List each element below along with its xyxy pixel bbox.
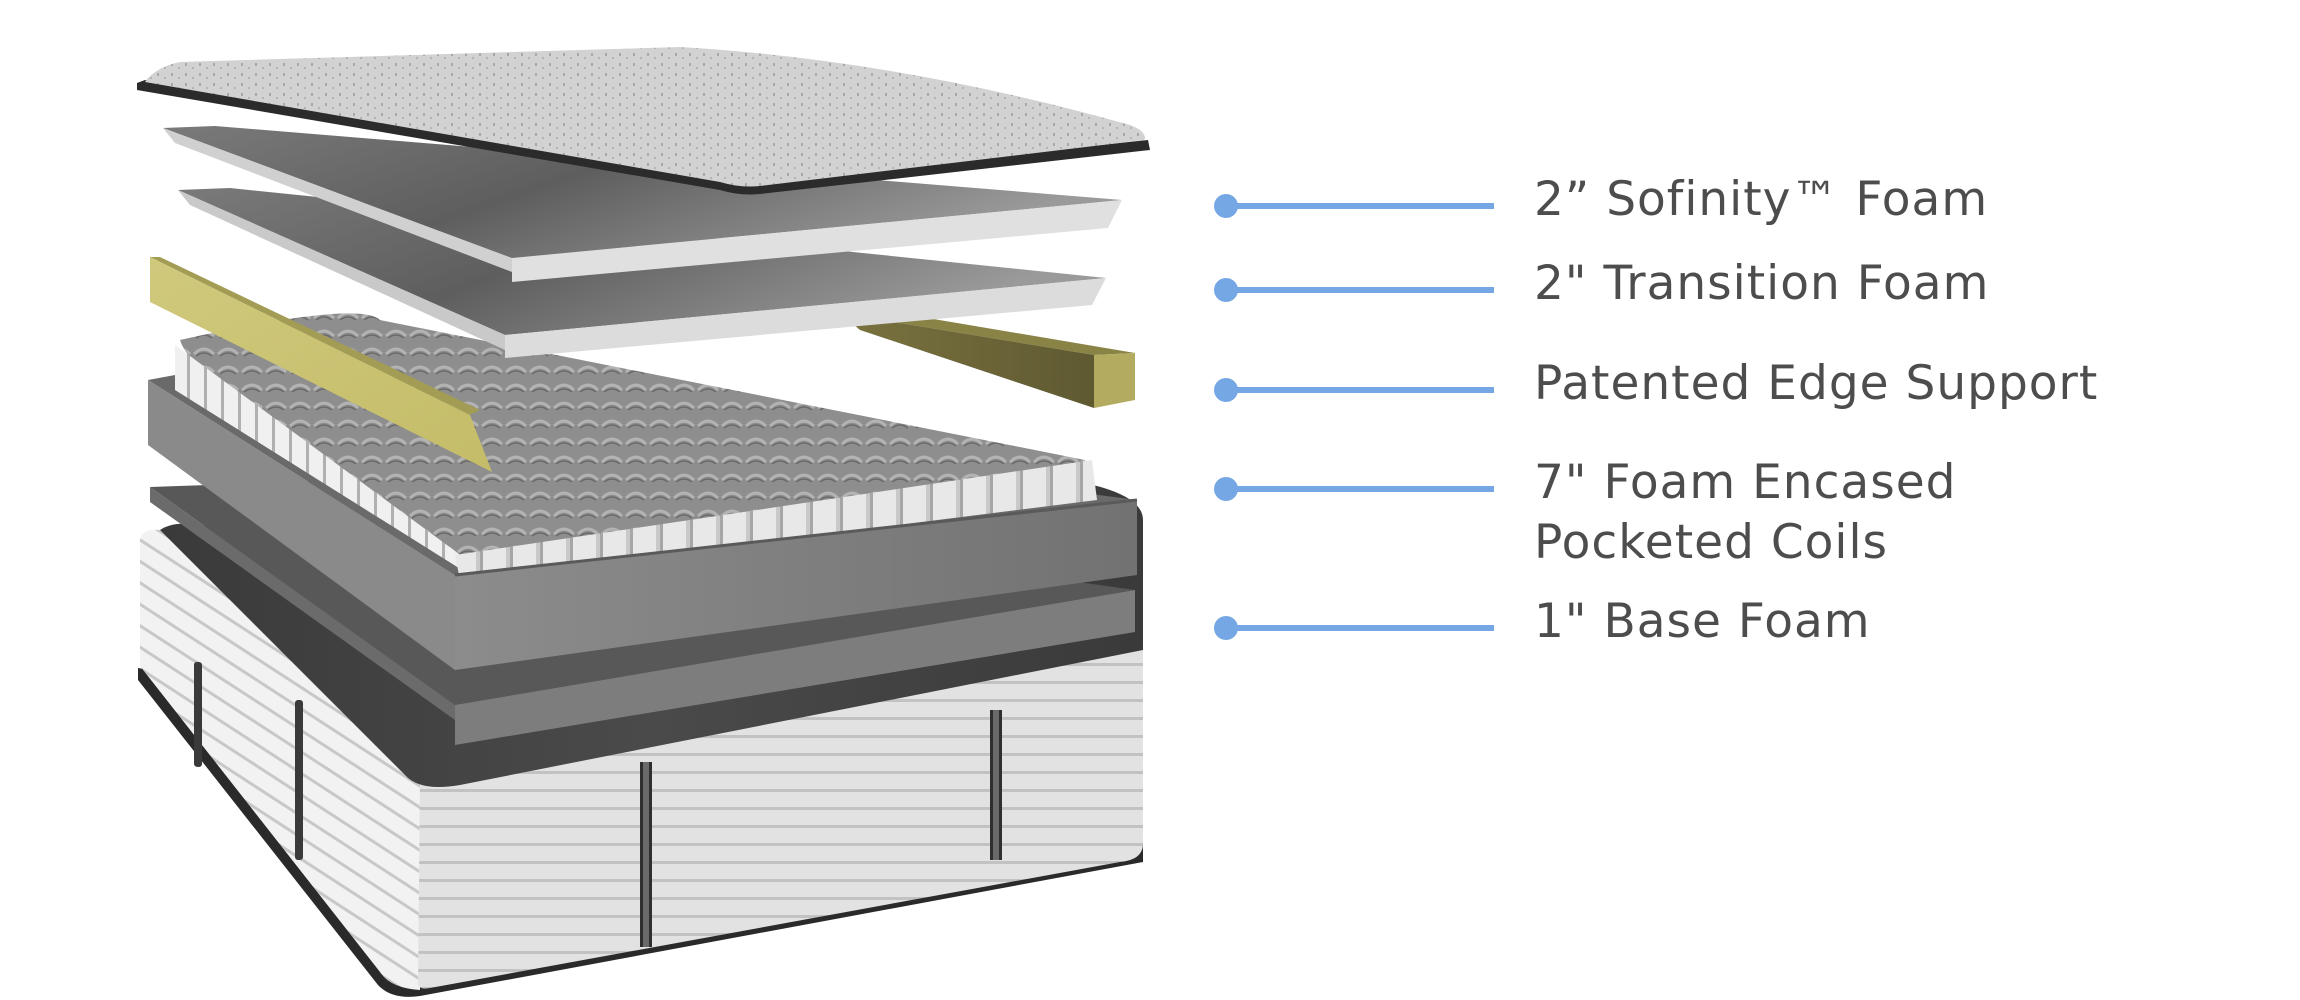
callout-leader-line xyxy=(1226,486,1494,492)
callout-label: 2" Transition Foam xyxy=(1534,254,1989,314)
callout-label-line: Patented Edge Support xyxy=(1534,356,2099,411)
sofinity-foam-top xyxy=(163,126,1122,258)
callout-edge-support: Patented Edge Support xyxy=(1214,356,2214,411)
coil-tray-front-side xyxy=(455,500,1137,670)
callout-label: 7" Foam Encased Pocketed Coils xyxy=(1534,453,1956,573)
callout-leader-line xyxy=(1226,287,1494,293)
coil-unit-layer xyxy=(148,313,1138,670)
coil-front-face xyxy=(455,460,1097,580)
mattress-layers-illustration xyxy=(137,47,1150,997)
edge-support-right-top xyxy=(840,310,1135,355)
top-cover-top xyxy=(145,47,1145,187)
base-foam-left-edge xyxy=(150,487,455,720)
box-handle xyxy=(295,700,303,860)
edge-support-right-end xyxy=(1094,353,1135,408)
box-base-left-side xyxy=(140,529,420,990)
callout-base-foam: 1" Base Foam xyxy=(1214,594,2214,649)
callout-transition-foam: 2" Transition Foam xyxy=(1214,256,2214,311)
box-handle xyxy=(993,710,999,860)
box-base-front-side xyxy=(418,650,1143,989)
edge-support-left-top xyxy=(150,257,480,415)
sofinity-foam-front-edge xyxy=(512,200,1122,282)
sofinity-foam-layer xyxy=(163,126,1122,282)
callout-label: 2” Sofinity™ Foam xyxy=(1534,170,1988,230)
box-handle xyxy=(643,762,649,947)
top-cover-trim xyxy=(137,80,1150,195)
sofinity-foam-left-edge xyxy=(163,128,512,272)
transition-foam-front-edge xyxy=(505,278,1106,358)
callout-sofinity-foam: 2” Sofinity™ Foam xyxy=(1214,172,2214,227)
transition-foam-left-edge xyxy=(178,190,505,350)
callout-label-line: 2" Transition Foam xyxy=(1534,256,1990,311)
callout-leader-line xyxy=(1226,625,1494,631)
top-cover-layer xyxy=(137,47,1150,195)
coil-left-face xyxy=(175,345,470,575)
box-handle xyxy=(194,661,202,767)
callout-leader-line xyxy=(1226,203,1494,209)
base-foam-front-edge xyxy=(455,590,1135,745)
edge-support-right-side xyxy=(840,313,1094,408)
callout-label: Patented Edge Support xyxy=(1534,354,2098,414)
callout-label: 1" Base Foam xyxy=(1534,592,1871,652)
coil-tray-rim xyxy=(454,498,1138,577)
callout-leader-line xyxy=(1226,387,1494,393)
edge-support-layer xyxy=(150,257,1135,472)
callout-pocketed-coils: 7" Foam Encased Pocketed Coils xyxy=(1214,455,2214,570)
callout-label-line: 2” Sofinity™ Foam xyxy=(1534,172,1989,227)
coil-tray-left-side xyxy=(148,380,455,670)
edge-support-left-side xyxy=(150,257,492,472)
callout-label-line: 1" Base Foam xyxy=(1534,594,1871,649)
callout-label-line: Pocketed Coils xyxy=(1534,515,1889,570)
callout-label-line: 7" Foam Encased xyxy=(1534,455,1957,510)
